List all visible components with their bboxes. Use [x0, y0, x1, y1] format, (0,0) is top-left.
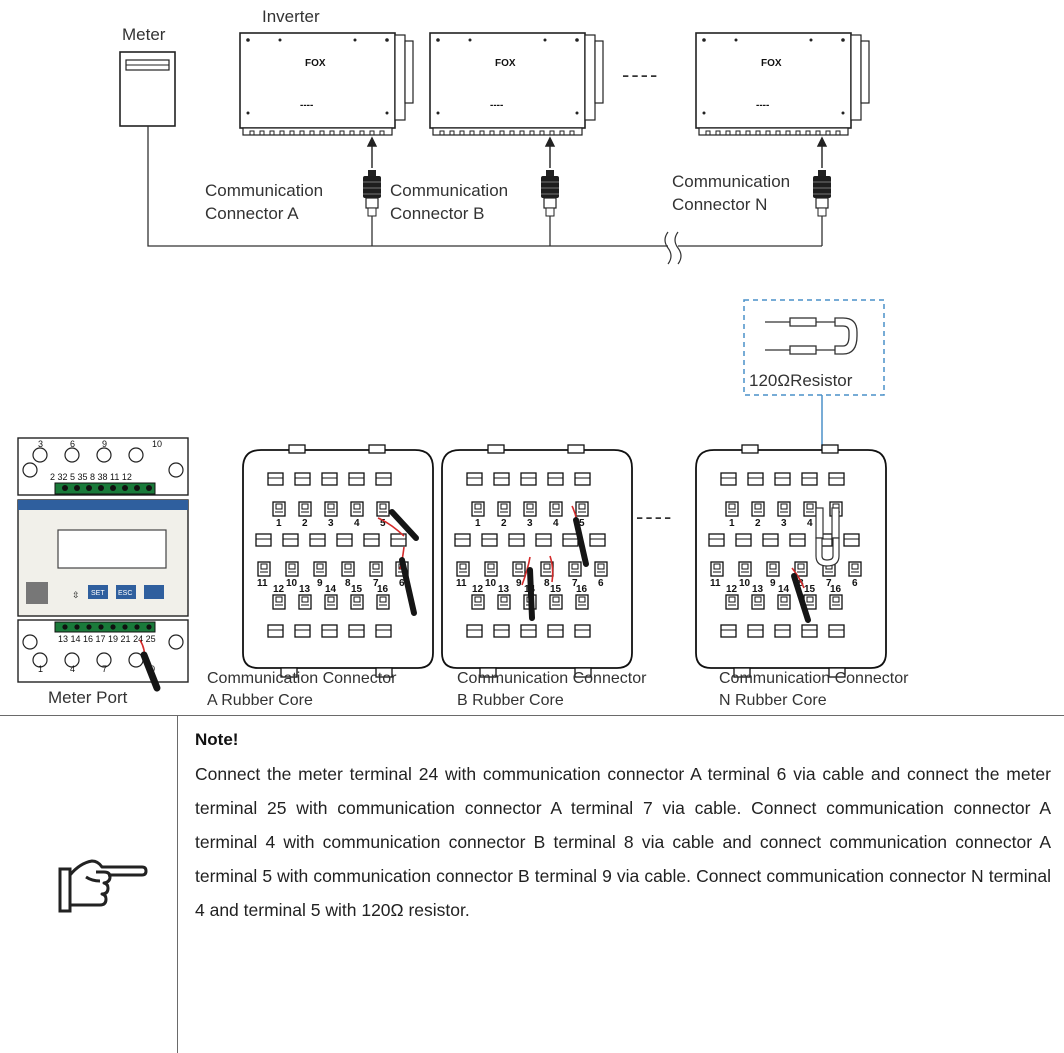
- note-top-rule: [0, 715, 1064, 716]
- wiring-diagram: 1 2 3 4 5 11 10 9 8 7 6 12 13 14 15 16 M…: [17, 7, 909, 709]
- connector-n-label: Communication: [672, 172, 790, 191]
- bus-cable: [147, 126, 823, 265]
- rubber-core-b-label: B Rubber Core: [457, 692, 564, 709]
- connect-arrows: [366, 136, 828, 168]
- terminal-number: 7: [102, 664, 107, 674]
- note-title: Note!: [195, 730, 239, 749]
- inverter-ellipsis: ----: [622, 62, 659, 87]
- terminal-numbers-row: 13 14 16 17 19 21 24 25: [58, 634, 156, 644]
- terminal-number: 9: [102, 439, 107, 449]
- inverter-display: ----: [756, 100, 769, 111]
- enter-button[interactable]: [144, 585, 164, 599]
- inverter-a: FOX ----: [239, 32, 414, 136]
- connector-b-label: Connector B: [390, 204, 485, 223]
- inverter-display: ----: [490, 100, 503, 111]
- rubber-core-b: [442, 445, 632, 677]
- rubber-core-a-label: Communication Connector: [207, 670, 397, 687]
- inverter-brand: FOX: [495, 58, 516, 69]
- meter-device: [119, 51, 176, 127]
- meter-port-device: 3 6 9 10 2 32 5 35 8 38 11 12 ⇳ SET ESC …: [17, 437, 189, 692]
- inverter-label: Inverter: [262, 7, 320, 26]
- set-button-label: SET: [91, 590, 105, 597]
- terminal-number: 1: [38, 664, 43, 674]
- terminal-number: 6: [70, 439, 75, 449]
- connector-a-label: Connector A: [205, 204, 299, 223]
- pointing-hand-icon: [58, 859, 148, 913]
- rubber-core-a-label: A Rubber Core: [207, 692, 313, 709]
- inverter-b: FOX ----: [429, 32, 604, 136]
- note-section: Note! Connect the meter terminal 24 with…: [0, 715, 1064, 1053]
- meter-label: Meter: [122, 25, 166, 44]
- terminal-number: 10: [152, 439, 162, 449]
- inverter-brand: FOX: [305, 58, 326, 69]
- inverter-brand: FOX: [761, 58, 782, 69]
- resistor-label: 120ΩResistor: [749, 371, 853, 390]
- rubber-core-a: [243, 445, 433, 677]
- rubber-core-n-label: N Rubber Core: [719, 692, 827, 709]
- connector-plug-a: [362, 169, 382, 217]
- connector-b-label: Communication: [390, 181, 508, 200]
- connector-ellipsis: ----: [636, 504, 673, 529]
- esc-button-label: ESC: [118, 590, 132, 597]
- connector-a-label: Communication: [205, 181, 323, 200]
- inverter-display: ----: [300, 100, 313, 111]
- note-divider: [177, 716, 178, 1053]
- rubber-core-n-label: Communication Connector: [719, 670, 909, 687]
- note-body: Connect the meter terminal 24 with commu…: [195, 764, 1051, 920]
- terminal-numbers-row: 2 32 5 35 8 38 11 12: [50, 472, 132, 482]
- connector-n-label: Connector N: [672, 195, 767, 214]
- rubber-core-n: [696, 445, 886, 677]
- arrows-glyph: ⇳: [72, 590, 80, 600]
- set-button[interactable]: [88, 585, 108, 599]
- rubber-core-b-label: Communication Connector: [457, 670, 647, 687]
- esc-button[interactable]: [116, 585, 136, 599]
- terminal-number: 4: [70, 664, 75, 674]
- connector-plug-b: [540, 169, 560, 217]
- terminal-number: 3: [38, 439, 43, 449]
- connector-plug-n: [812, 169, 832, 217]
- meter-port-label: Meter Port: [48, 688, 128, 707]
- inverter-n: FOX ----: [695, 32, 870, 136]
- resistor-callout: 120ΩResistor: [743, 299, 885, 396]
